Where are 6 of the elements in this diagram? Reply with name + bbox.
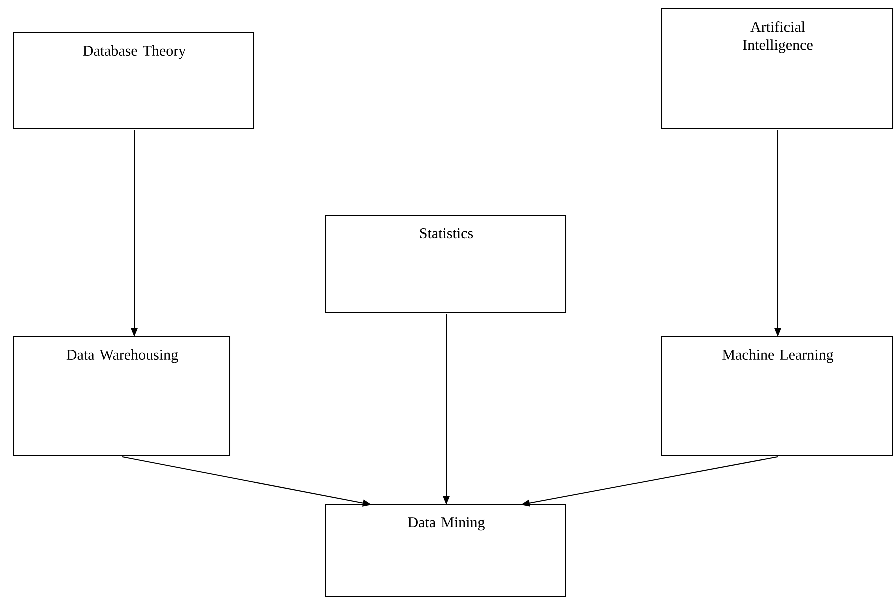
text-box: Artificial Intelligence	[662, 8, 894, 130]
text-box: Machine Learning	[662, 336, 894, 456]
text-box: Data Warehousing	[14, 336, 230, 456]
text-box: Statistics	[326, 216, 566, 314]
text-box: Database Theory	[14, 32, 254, 130]
text-box: Data Mining	[326, 504, 566, 598]
